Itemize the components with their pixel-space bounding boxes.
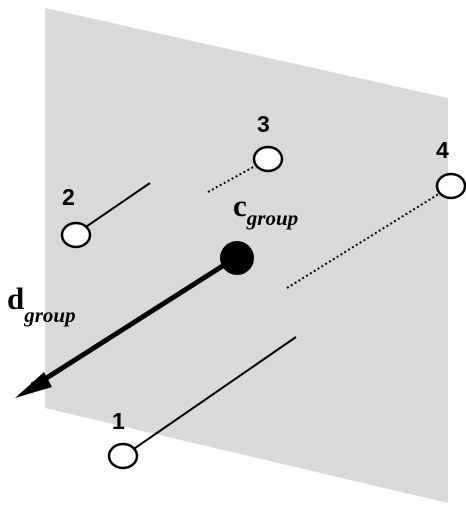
point-4-marker bbox=[435, 172, 466, 200]
point-2-marker bbox=[60, 221, 92, 249]
center-letter: c bbox=[233, 188, 247, 223]
point-3-marker bbox=[252, 145, 284, 173]
center-subscript: group bbox=[246, 206, 298, 230]
point-2: 2 bbox=[60, 182, 151, 249]
direction-arrow bbox=[26, 257, 234, 391]
point-1: 1 bbox=[107, 336, 297, 470]
direction-letter: d bbox=[7, 281, 24, 316]
center-point bbox=[220, 241, 254, 275]
point-1-marker bbox=[107, 442, 139, 470]
direction-arrowhead bbox=[15, 372, 52, 398]
direction-label: dgroup bbox=[7, 281, 76, 327]
point-4: 4 bbox=[286, 137, 466, 289]
point-1-line bbox=[124, 336, 297, 456]
point-3-label: 3 bbox=[257, 111, 270, 137]
center-label: cgroup bbox=[233, 188, 298, 230]
direction-subscript: group bbox=[23, 303, 75, 327]
point-1-label: 1 bbox=[112, 408, 125, 434]
point-3: 3 bbox=[207, 111, 284, 193]
point-2-line bbox=[76, 182, 151, 234]
point-4-line bbox=[286, 186, 451, 289]
point-4-label: 4 bbox=[436, 137, 449, 163]
point-2-label: 2 bbox=[62, 184, 75, 210]
